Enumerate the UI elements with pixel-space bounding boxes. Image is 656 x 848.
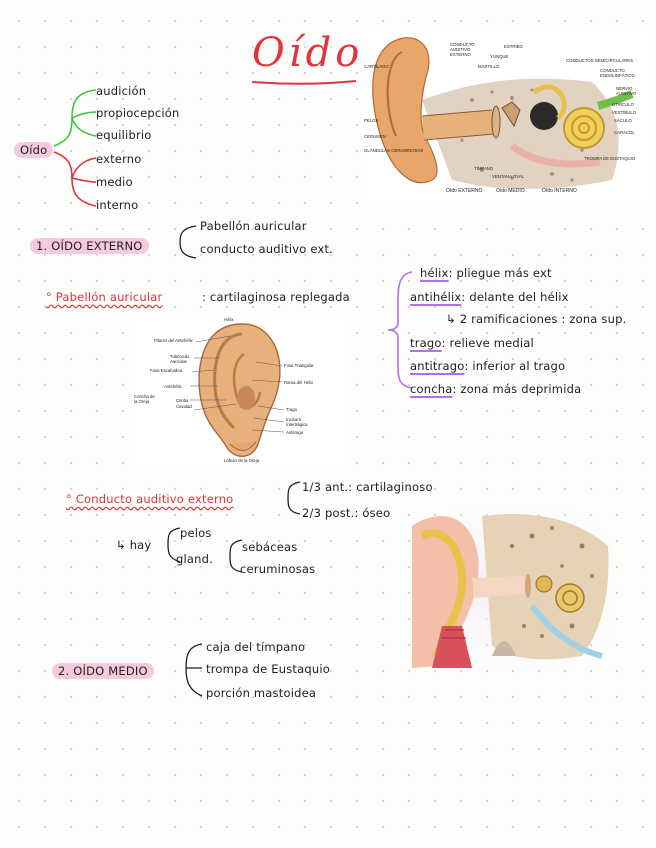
label-yunque: YUNQUE bbox=[490, 54, 509, 59]
auricle-label-cavidad: Cavidad bbox=[176, 404, 192, 409]
conducto-third-ant: 1/3 ant.: cartilaginoso bbox=[302, 480, 433, 494]
desc-antitrago: : inferior al trago bbox=[464, 359, 566, 373]
label-vestibulo: VESTÍBULO bbox=[612, 110, 637, 115]
auricle-label-helix: Hélix bbox=[224, 317, 234, 322]
function-equilibrio: equilibrio bbox=[96, 128, 152, 142]
title-underline bbox=[251, 80, 357, 85]
desc-trago: : relieve medial bbox=[441, 336, 534, 350]
section1-label: 1. OÍDO EXTERNO bbox=[30, 238, 149, 254]
label-trompa: TROMPA DE EUSTAQUIO bbox=[584, 156, 636, 161]
region-medio: Oído MEDIO bbox=[496, 188, 525, 194]
auricle-label-incisura: Incisura Intertrágica bbox=[286, 417, 308, 427]
hay-gland: gland. bbox=[176, 552, 213, 566]
gland-ceruminosas: ceruminosas bbox=[240, 562, 316, 576]
pabellon-concha-row: concha: zona más deprimida bbox=[410, 382, 581, 396]
ear-anatomy-diagram: CARTÍLAGO PELOS CERUMEN GLÁNDULAS CERUMI… bbox=[362, 30, 648, 206]
section2-item-caja: caja del tímpano bbox=[206, 640, 306, 654]
label-timpano: TÍMPANO bbox=[474, 166, 494, 171]
section2-item-porcion: porción mastoidea bbox=[206, 686, 317, 700]
term-helix: hélix bbox=[420, 266, 449, 280]
conducto-label: ° Conducto auditivo externo bbox=[66, 492, 234, 506]
root-label: Oído bbox=[14, 142, 54, 158]
part-externo: externo bbox=[96, 152, 142, 166]
page-title: Oído bbox=[252, 30, 364, 76]
desc-helix: : pliegue más ext bbox=[448, 266, 552, 280]
section1-bracket bbox=[179, 225, 197, 259]
label-conducto-endolinfatico: CONDUCTO ENDOLINFÁTICO bbox=[600, 68, 635, 78]
auricle-label-rama-helix: Rama del Hélix bbox=[284, 380, 314, 385]
label-pelos: PELOS bbox=[364, 118, 379, 123]
label-ventana-oval: VENTANA OVAL bbox=[492, 174, 525, 179]
region-externo: Oído EXTERNO bbox=[446, 188, 483, 194]
pabellon-helix-row: hélix: pliegue más ext bbox=[420, 266, 552, 280]
pabellon-antitrago-row: antitrago: inferior al trago bbox=[410, 359, 565, 373]
ear-anatomy-illustration bbox=[362, 30, 648, 206]
conducto-bracket bbox=[287, 481, 301, 515]
part-medio: medio bbox=[96, 175, 133, 189]
label-martillo: MARTILLO bbox=[478, 64, 500, 69]
term-antihelix: antihélix bbox=[410, 290, 462, 304]
label-estribo: ESTRIBO bbox=[504, 44, 523, 49]
desc-concha: : zona más deprimida bbox=[452, 382, 582, 396]
auricle-label-concha: Concha de la Oreja bbox=[134, 394, 155, 404]
function-propiocepcion: propiocepción bbox=[96, 106, 180, 120]
label-cerumen: CERUMEN bbox=[364, 134, 386, 139]
pabellon-trago-row: trago: relieve medial bbox=[410, 336, 534, 350]
term-trago: trago bbox=[410, 336, 442, 350]
auricle-diagram: Hélix Pilares del Antehélix Tubérculo Au… bbox=[134, 314, 350, 466]
auricle-label-antehelix: Antehélix bbox=[164, 384, 182, 389]
section2-label: 2. OÍDO MEDIO bbox=[52, 663, 154, 679]
parts-bracket bbox=[53, 151, 97, 207]
function-audicion: audición bbox=[96, 84, 147, 98]
label-glandulas: GLÁNDULAS CERUMINOSAS bbox=[364, 148, 424, 153]
auricle-label-tuberculo: Tubérculo Auricular bbox=[170, 354, 189, 364]
functions-bracket bbox=[53, 89, 97, 147]
section2-bracket bbox=[185, 643, 203, 697]
desc-antihelix: : delante del hélix bbox=[461, 290, 569, 304]
hay-bracket bbox=[167, 527, 181, 563]
auricle-label-fosa-triangular: Fosa Triangular bbox=[284, 363, 314, 368]
label-caracol: CARACOL bbox=[614, 130, 635, 135]
gland-sebaceas: sebáceas bbox=[242, 540, 298, 554]
ear-cross-section-illustration bbox=[412, 506, 614, 668]
pabellon-antihelix-row: antihélix: delante del hélix bbox=[410, 290, 569, 304]
label-conducto-auditivo: CONDUCTO AUDITIVO EXTERNO bbox=[450, 42, 475, 57]
pabellon-ramificaciones: ↳ 2 ramificaciones : zona sup. bbox=[446, 312, 627, 326]
gland-bracket bbox=[229, 539, 243, 573]
auricle-label-trago: Trago bbox=[286, 407, 298, 412]
region-interno: Oído INTERNO bbox=[542, 188, 577, 194]
auricle-label-cimba: Cimba bbox=[176, 398, 189, 403]
pabellon-desc: : cartilaginosa replegada bbox=[202, 290, 350, 304]
auricle-label-antitrago: Antitrago bbox=[286, 430, 304, 435]
label-cartilago: CARTÍLAGO bbox=[364, 64, 389, 69]
ear-cross-section bbox=[412, 506, 614, 668]
label-saculo: SÁCULO bbox=[614, 118, 632, 123]
section2-item-trompa: trompa de Eustaquio bbox=[206, 662, 330, 676]
label-conductos-semicirculares: CONDUCTOS SEMICIRCULARES bbox=[566, 58, 634, 63]
term-concha: concha bbox=[410, 382, 453, 396]
part-interno: interno bbox=[96, 198, 139, 212]
label-utriculo: UTRÍCULO bbox=[612, 102, 634, 107]
section1-item-conducto: conducto auditivo ext. bbox=[200, 242, 334, 256]
auricle-label-lobulo: Lóbulo de la Oreja bbox=[224, 458, 260, 463]
pabellon-bracket bbox=[387, 271, 413, 389]
label-nervio-auditivo: NERVIO AUDITIVO bbox=[616, 86, 637, 96]
pabellon-label: ° Pabellón auricular bbox=[46, 290, 163, 304]
auricle-label-pilares: Pilares del Antehélix bbox=[154, 338, 193, 343]
conducto-hay: ↳ hay bbox=[116, 538, 152, 552]
hay-pelos: pelos bbox=[180, 526, 212, 540]
section1-item-pabellon: Pabellón auricular bbox=[200, 219, 307, 233]
auricle-label-fosa-escafoidea: Fosa Escafoidea bbox=[150, 368, 183, 373]
auricle-illustration bbox=[134, 314, 350, 466]
conducto-third-post: 2/3 post.: óseo bbox=[302, 506, 391, 520]
term-antitrago: antitrago bbox=[410, 359, 465, 373]
